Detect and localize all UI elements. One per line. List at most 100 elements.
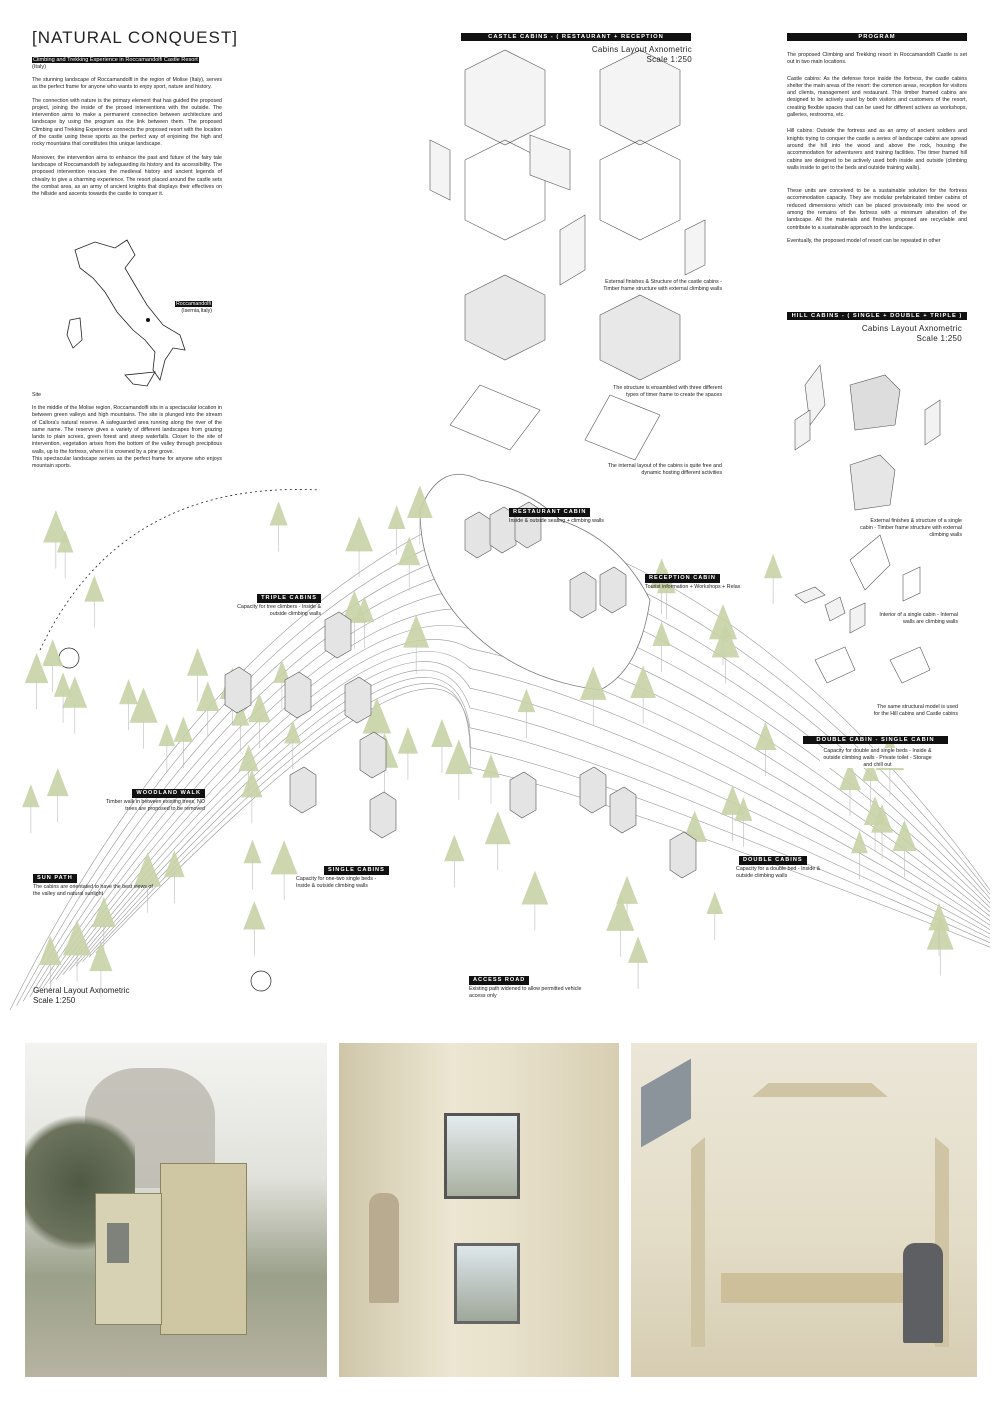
tree [484, 811, 511, 871]
render-single-cabin-interior [339, 1043, 619, 1377]
cabin-window [107, 1223, 129, 1263]
cabin-frame [464, 139, 546, 241]
tree [579, 666, 607, 726]
subtitle-country: (Italy) [32, 64, 46, 70]
tree [248, 693, 271, 749]
tree [231, 702, 250, 752]
site-text: In the middle of the Molise region, Rocc… [32, 405, 222, 470]
italy-map [66, 239, 186, 387]
subtitle-text: Climbing and Trekking Experience in Rocc… [32, 57, 199, 63]
cabin [324, 611, 352, 659]
castle-note-assembly: The structure is ensambled with three di… [613, 385, 722, 398]
cabin [369, 791, 397, 839]
cabin-plan [889, 646, 931, 684]
italy-mainland [74, 239, 186, 381]
people-figures [903, 1243, 943, 1343]
cabin-roof-module [464, 49, 546, 146]
intro-paragraph: The connection with nature is the primar… [32, 97, 222, 148]
tree [706, 891, 724, 941]
castle-layout-title: Cabins Layout Axnometric [591, 45, 692, 54]
tree [269, 501, 288, 552]
tree [606, 895, 635, 957]
general-layout-axonometric [9, 473, 991, 1010]
tree [517, 688, 536, 739]
tree [241, 769, 263, 824]
cabin [464, 511, 492, 559]
tree [38, 935, 62, 991]
poster-title: [NATURAL CONQUEST] [32, 28, 238, 47]
person-figure [369, 1193, 399, 1303]
hill-note-interior: Interior of a single cabin - Internal wa… [879, 612, 958, 625]
tree [158, 723, 176, 773]
floor-window [454, 1243, 520, 1324]
dining-tables [721, 1273, 921, 1303]
tree [482, 753, 500, 804]
cabin [284, 671, 312, 719]
wall-panel [429, 139, 451, 201]
wall-panel [684, 219, 706, 276]
label-triple-cabins: TRIPLE CABINS Capacity for tree climbers… [237, 594, 321, 617]
cabin-climbing-wall [160, 1163, 247, 1335]
label-double-cabins: DOUBLE CABINS Capacity for a double bed … [736, 856, 821, 879]
tree [403, 614, 430, 674]
cabin-assembled [599, 294, 681, 381]
tree [62, 676, 88, 734]
tree [119, 679, 139, 731]
castle-note-layout: The internal layout of the cabins is qui… [607, 463, 722, 476]
intro-paragraph: The stunning landscape of Roccamandolfi … [32, 77, 222, 91]
tree [62, 919, 92, 982]
double-single-text: Capacity for double and single beds - In… [820, 748, 935, 769]
render-exterior-climbing-cabin [25, 1043, 327, 1377]
cabin [669, 831, 697, 879]
tree [652, 621, 671, 672]
label-woodland-walk: WOODLAND WALK Timber walk in between exi… [105, 789, 205, 812]
tree [92, 896, 116, 954]
hill-cabin-frame [849, 374, 901, 431]
hill-cabin-interior [849, 534, 891, 591]
intro-paragraph: Moreover, the intervention aims to enhan… [32, 154, 222, 198]
sun-path-marker [250, 970, 272, 992]
cabin [579, 766, 607, 814]
tree [43, 510, 69, 569]
tree [398, 536, 421, 592]
label-restaurant-cabin: RESTAURANT CABIN Inside & outside seatin… [509, 508, 604, 524]
tree [89, 941, 113, 998]
tree [84, 575, 105, 628]
trees [22, 485, 954, 998]
cabin-plan [814, 646, 856, 684]
tree [345, 516, 373, 578]
label-sun-path: SUN PATH The cabins are orientated to ha… [33, 874, 153, 897]
cabin [569, 571, 597, 619]
tree [444, 834, 465, 888]
tree [46, 768, 69, 823]
cabin [224, 666, 252, 714]
tree [627, 936, 649, 989]
tree [763, 553, 783, 605]
site-heading: Site [32, 392, 42, 398]
tree [406, 485, 433, 544]
tree [838, 761, 862, 817]
tree [129, 687, 158, 749]
wall-panel [924, 399, 941, 446]
cabin-frame [599, 139, 681, 241]
poster-subtitle: Climbing and Trekking Experience in Rocc… [32, 57, 222, 71]
tree [851, 830, 868, 880]
tree [196, 681, 220, 738]
map-location-label: Roccamandolfi (Isernia,Italy) [174, 301, 212, 314]
wall-panel [559, 214, 586, 286]
hill-note-structure: External finishes & structure of a singl… [860, 518, 962, 538]
interior-module [902, 566, 921, 602]
tree [861, 757, 880, 808]
cabin [344, 676, 372, 724]
tree [22, 784, 40, 834]
tree [53, 672, 73, 723]
cabin [609, 786, 637, 834]
castle-cabins-exploded-axonometric [429, 49, 706, 461]
tree [630, 665, 657, 724]
cabin-plan [584, 394, 661, 461]
cabin-assembled [464, 274, 546, 361]
wall-panel [529, 134, 571, 191]
castle-layout-scale: Scale 1:250 [646, 55, 692, 64]
tree [892, 820, 917, 877]
